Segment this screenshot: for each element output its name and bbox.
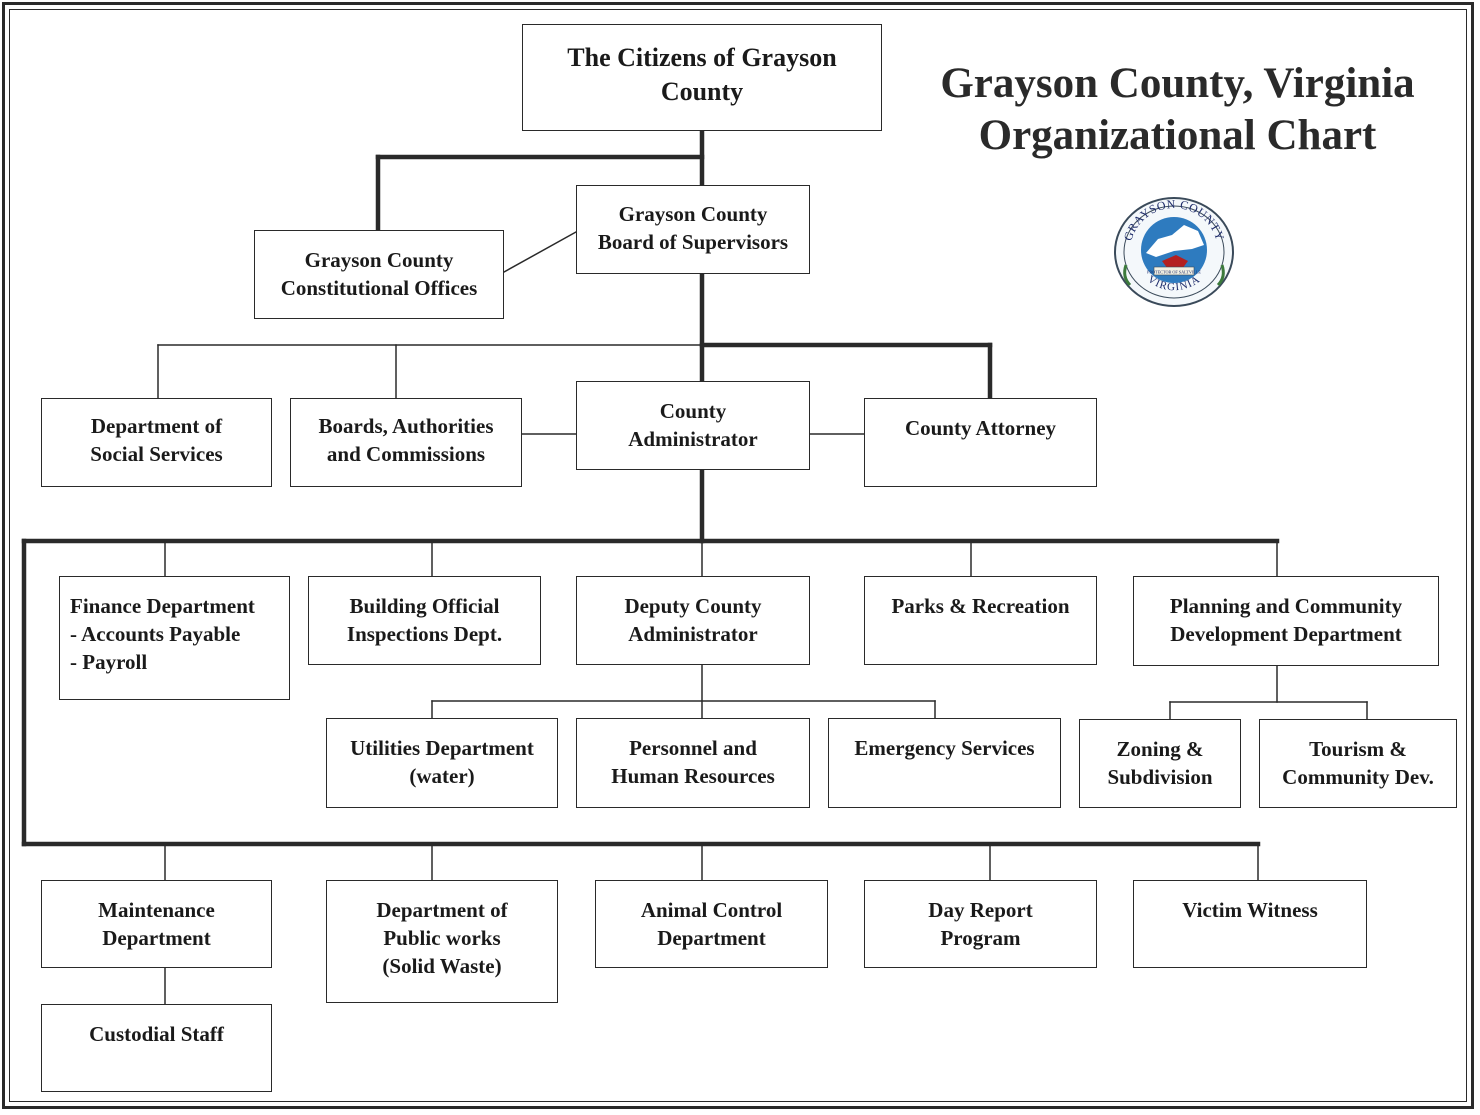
node-deputy-administrator: Deputy County Administrator [576,576,810,665]
chart-title: Grayson County, Virginia Organizational … [900,58,1455,162]
node-utilities: Utilities Department (water) [326,718,558,808]
node-parks-recreation: Parks & Recreation [864,576,1097,665]
seal-banner-text: PROTECTOR OF SALTVILLE [1147,270,1201,275]
node-day-report: Day Report Program [864,880,1097,968]
title-line-2: Organizational Chart [978,112,1377,159]
node-planning-development: Planning and Community Development Depar… [1133,576,1439,666]
inner-border [9,9,1467,1102]
node-victim-witness: Victim Witness [1133,880,1367,968]
title-line-1: Grayson County, Virginia [940,60,1415,107]
node-personnel-hr: Personnel and Human Resources [576,718,810,808]
node-zoning-subdivision: Zoning & Subdivision [1079,719,1241,808]
node-finance-department: Finance Department - Accounts Payable - … [59,576,290,700]
node-county-attorney: County Attorney [864,398,1097,487]
node-tourism-community: Tourism & Community Dev. [1259,719,1457,808]
node-constitutional-offices: Grayson County Constitutional Offices [254,230,504,319]
line-board-constitutional [502,230,578,274]
county-seal-logo: GRAYSON COUNTY VIRGINIA PROTECTOR OF SAL… [1114,197,1234,307]
node-maintenance: Maintenance Department [41,880,272,968]
node-emergency-services: Emergency Services [828,718,1061,808]
node-county-administrator: County Administrator [576,381,810,470]
node-custodial-staff: Custodial Staff [41,1004,272,1092]
node-boards-authorities: Boards, Authorities and Commissions [290,398,522,487]
node-social-services: Department of Social Services [41,398,272,487]
node-animal-control: Animal Control Department [595,880,828,968]
node-citizens: The Citizens of Grayson County [522,24,882,131]
node-public-works: Department of Public works (Solid Waste) [326,880,558,1003]
node-board-of-supervisors: Grayson County Board of Supervisors [576,185,810,274]
node-building-official: Building Official Inspections Dept. [308,576,541,665]
